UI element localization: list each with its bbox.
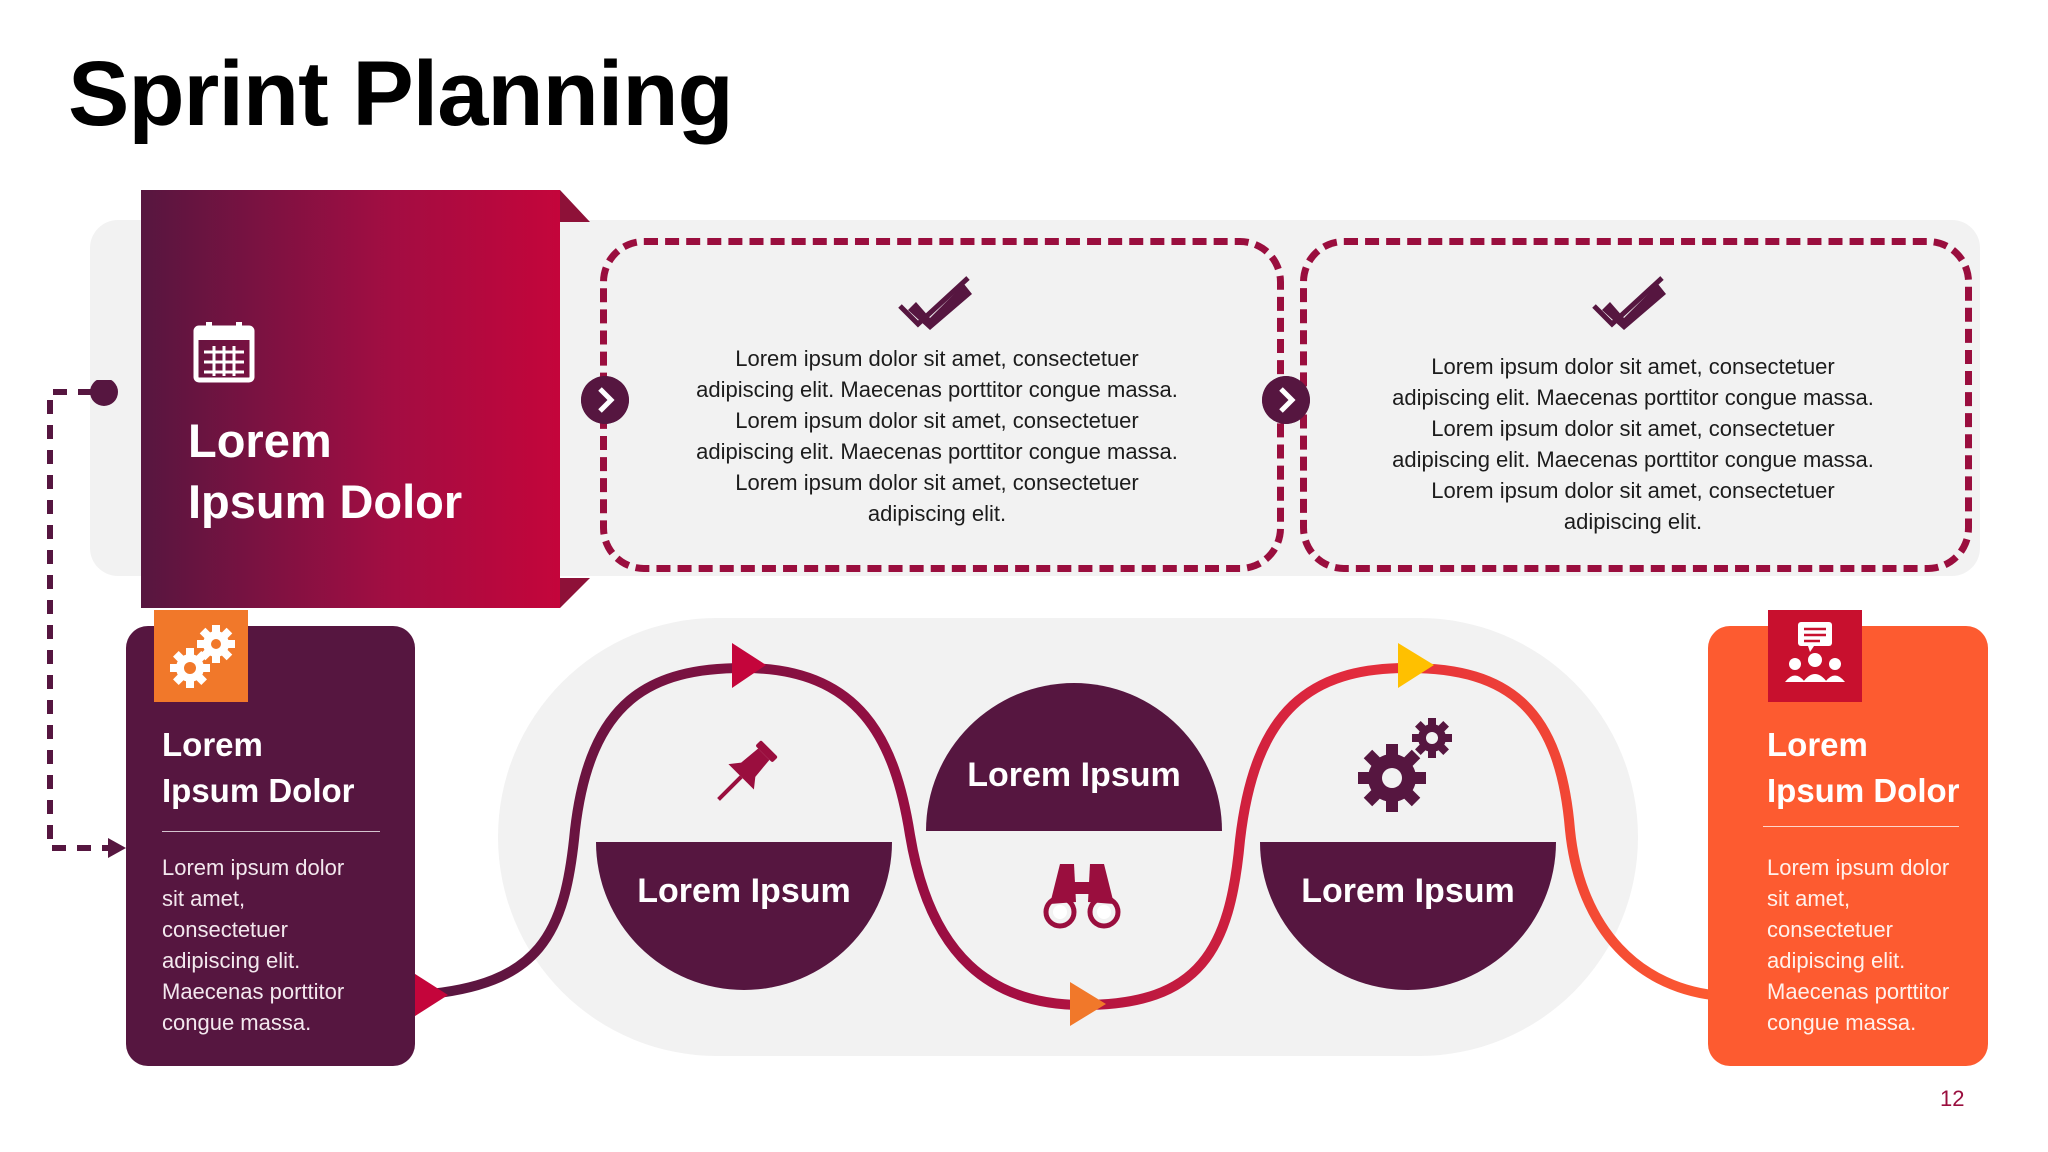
box-2-text: Lorem ipsum dolor sit amet, consectetuer…	[1335, 351, 1931, 537]
flow-label-2: Lorem Ipsum	[967, 756, 1181, 794]
right-card-badge	[1768, 610, 1862, 702]
right-card-title: Lorem Ipsum Dolor	[1767, 722, 1987, 814]
card-body-line: consectetuer	[1767, 917, 1893, 942]
hero-block	[141, 190, 560, 608]
box-1-text: Lorem ipsum dolor sit amet, consectetuer…	[640, 343, 1234, 529]
box-line: adipiscing elit.	[867, 501, 1007, 526]
box-line: Lorem ipsum dolor sit amet, consectetuer	[1431, 478, 1835, 503]
binoculars-icon	[1043, 864, 1121, 929]
chevron-right-icon	[1262, 376, 1310, 424]
card-body-line: adipiscing elit.	[162, 948, 301, 973]
half-disc-3-top	[1260, 842, 1556, 990]
card-title-line: Lorem	[1767, 726, 1868, 763]
double-check-icon	[898, 276, 972, 330]
half-disc-2-bottom	[926, 683, 1222, 831]
card-body-line: consectetuer	[162, 917, 288, 942]
left-card-badge	[154, 610, 248, 702]
card-body-line: Lorem ipsum dolor	[1767, 855, 1950, 880]
right-card-body: Lorem ipsum dolor sit amet, consectetuer…	[1767, 852, 1977, 1038]
chevron-right-icon	[581, 376, 629, 424]
card-body-line: sit amet,	[162, 886, 246, 911]
card-title-line: Ipsum Dolor	[162, 772, 355, 809]
card-body-line: adipiscing elit.	[1767, 948, 1906, 973]
box-line: Lorem ipsum dolor sit amet, consectetuer	[735, 408, 1139, 433]
card-body-line: Maecenas porttitor	[162, 979, 345, 1004]
flow-label-1: Lorem Ipsum	[637, 872, 851, 910]
left-card-body: Lorem ipsum dolor sit amet, consectetuer…	[162, 852, 402, 1038]
box-line: Lorem ipsum dolor sit amet, consectetuer	[1431, 416, 1835, 441]
box-line: Lorem ipsum dolor sit amet, consectetuer	[735, 346, 1139, 371]
card-body-line: congue massa.	[162, 1010, 312, 1035]
pushpin-icon	[717, 740, 778, 801]
box-line: adipiscing elit. Maecenas porttitor cong…	[1392, 385, 1874, 410]
flow-arrow	[412, 972, 448, 1018]
right-card-divider	[1763, 826, 1959, 827]
flow-arrow	[1070, 982, 1106, 1026]
gears-icon	[170, 625, 235, 688]
card-body-line: sit amet,	[1767, 886, 1851, 911]
team-chat-icon	[1785, 622, 1845, 682]
dashed-connector	[47, 380, 126, 858]
calendar-icon	[193, 322, 255, 383]
page-number: 12	[1940, 1086, 1965, 1111]
double-check-icon	[1592, 276, 1666, 330]
box-line: adipiscing elit.	[1563, 509, 1703, 534]
box-line: Lorem ipsum dolor sit amet, consectetuer	[1431, 354, 1835, 379]
flow-label-3: Lorem Ipsum	[1301, 872, 1515, 910]
box-line: adipiscing elit. Maecenas porttitor cong…	[696, 377, 1178, 402]
left-card-title: Lorem Ipsum Dolor	[162, 722, 402, 814]
box-line: adipiscing elit. Maecenas porttitor cong…	[1392, 447, 1874, 472]
card-body-line: Lorem ipsum dolor	[162, 855, 345, 880]
hero-fold-top	[560, 190, 590, 222]
box-line: adipiscing elit. Maecenas porttitor cong…	[696, 439, 1178, 464]
card-body-line: congue massa.	[1767, 1010, 1917, 1035]
slide-title: Sprint Planning	[68, 43, 734, 145]
gears-icon	[1358, 718, 1452, 812]
left-card-divider	[162, 831, 380, 832]
flow-arrow	[1398, 643, 1434, 688]
hero-title-line: Lorem	[188, 414, 332, 467]
half-disc-1-top	[596, 842, 892, 990]
card-body-line: Maecenas porttitor	[1767, 979, 1950, 1004]
card-title-line: Ipsum Dolor	[1767, 772, 1960, 809]
hero-title: Lorem Ipsum Dolor	[188, 410, 548, 532]
box-line: Lorem ipsum dolor sit amet, consectetuer	[735, 470, 1139, 495]
flow-arrow	[732, 643, 766, 688]
card-title-line: Lorem	[162, 726, 263, 763]
hero-fold-bottom	[560, 578, 590, 608]
hero-title-line: Ipsum Dolor	[188, 475, 463, 529]
